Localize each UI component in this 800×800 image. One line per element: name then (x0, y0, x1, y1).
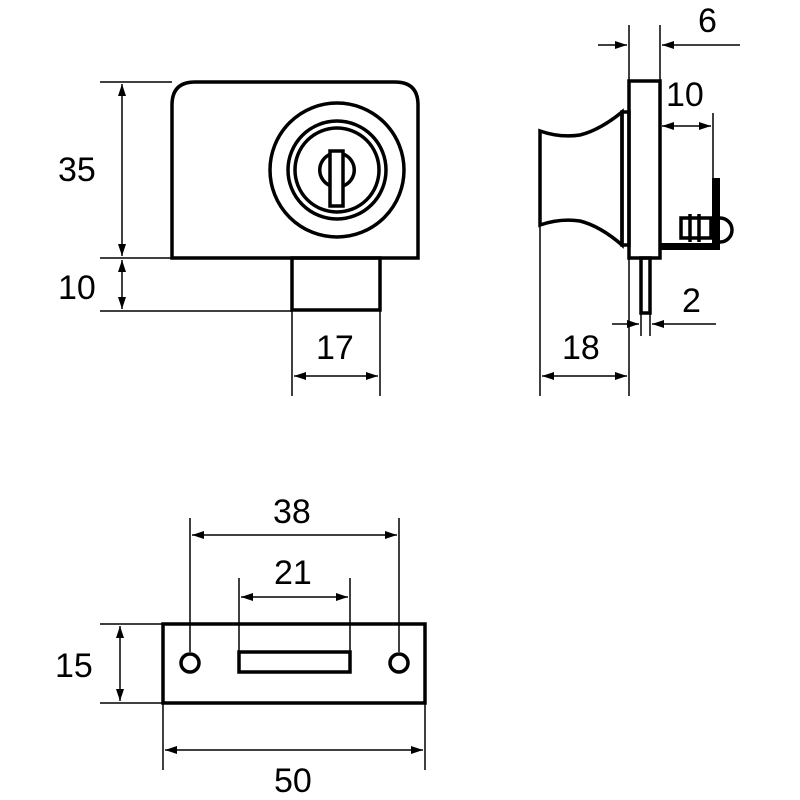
bracket (660, 178, 720, 250)
key-slot-ring (318, 152, 356, 188)
cylinder-core (293, 126, 381, 214)
dim-plate-height: 15 (55, 647, 93, 685)
bolt-pin (639, 256, 652, 315)
dim-plate-thickness: 6 (698, 2, 717, 40)
cylinder-ring (286, 119, 388, 221)
dim-depth: 18 (562, 329, 600, 367)
spring-icon (679, 214, 713, 242)
lock-body (170, 80, 420, 260)
screw-hole-left (179, 652, 201, 674)
cylinder-outer-ring (268, 101, 406, 239)
screw-hole-right (388, 652, 410, 674)
strike-plate (161, 622, 427, 705)
lock-shaft (290, 256, 382, 312)
bracket-curl (719, 216, 734, 244)
dim-shaft-width: 17 (316, 329, 354, 367)
key-slot-icon (328, 149, 345, 208)
dim-body-height: 35 (58, 151, 96, 189)
dim-hole-spacing: 38 (273, 493, 311, 531)
strike-slot (237, 650, 352, 674)
dim-pin: 2 (682, 282, 701, 320)
dim-plate-width: 50 (274, 762, 312, 800)
side-view: 6 10 2 18 (538, 2, 740, 396)
strike-plate-view: 38 21 15 50 (55, 493, 427, 800)
dim-slot-width: 21 (274, 554, 312, 592)
dim-gap: 10 (666, 76, 704, 114)
dim-shaft-height: 10 (58, 269, 96, 307)
mounting-plate (627, 79, 662, 260)
front-view: 35 10 17 (58, 80, 420, 396)
knob (538, 108, 624, 249)
